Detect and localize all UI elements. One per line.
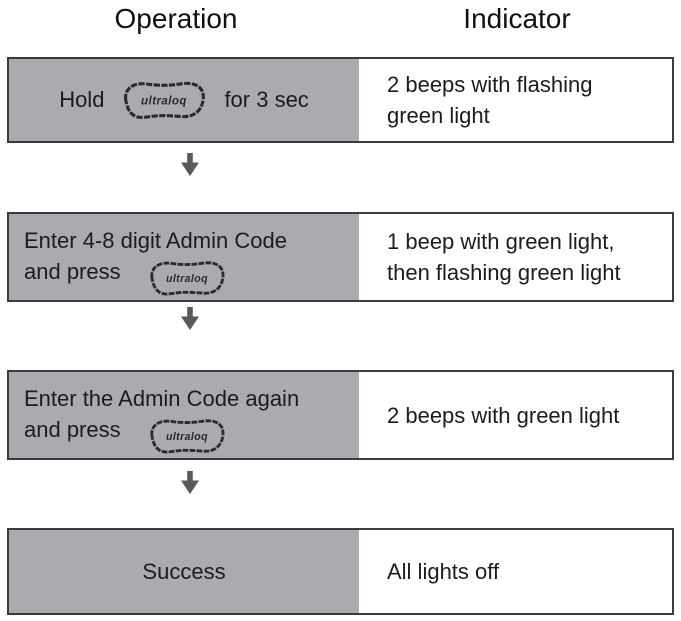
operation-text: Enter 4-8 digit Admin Code and press (24, 228, 287, 284)
indicator-cell: 2 beeps with green light (359, 372, 672, 458)
operation-cell: Success (9, 530, 359, 613)
operation-text-after: for 3 sec (224, 87, 309, 112)
operation-cell: Hold ultraloq for 3 sec (9, 59, 359, 141)
step-row-hold-button: Hold ultraloq for 3 sec 2 beeps with fla… (7, 57, 674, 143)
indicator-cell: 1 beep with green light, then flashing g… (359, 214, 672, 300)
ultraloq-logo-text: ultraloq (141, 95, 187, 107)
step-row-enter-admin-code: Enter 4-8 digit Admin Code and press ult… (7, 212, 674, 302)
operation-cell: Enter the Admin Code again and press ult… (9, 372, 359, 458)
ultraloq-logo-icon: ultraloq (141, 414, 233, 458)
down-arrow-icon (181, 471, 199, 494)
column-header-operation: Operation (114, 3, 238, 34)
indicator-cell: 2 beeps with flashing green light (359, 59, 672, 141)
column-header-indicator: Indicator (463, 3, 571, 34)
operation-text-before: Hold (59, 87, 105, 112)
operation-text: Enter the Admin Code again and press (24, 386, 300, 442)
operation-text: Success (142, 558, 226, 584)
down-arrow-icon (181, 153, 199, 176)
ultraloq-logo-text: ultraloq (166, 273, 208, 285)
indicator-cell: All lights off (359, 530, 672, 613)
down-arrow-icon (181, 307, 199, 330)
ultraloq-logo-text: ultraloq (166, 431, 208, 443)
ultraloq-logo-icon: ultraloq (141, 256, 233, 300)
ultraloq-logo-icon: ultraloq (124, 81, 206, 119)
step-row-success: Success All lights off (7, 528, 674, 615)
step-row-reenter-admin-code: Enter the Admin Code again and press ult… (7, 370, 674, 460)
operation-cell: Enter 4-8 digit Admin Code and press ult… (9, 214, 359, 300)
